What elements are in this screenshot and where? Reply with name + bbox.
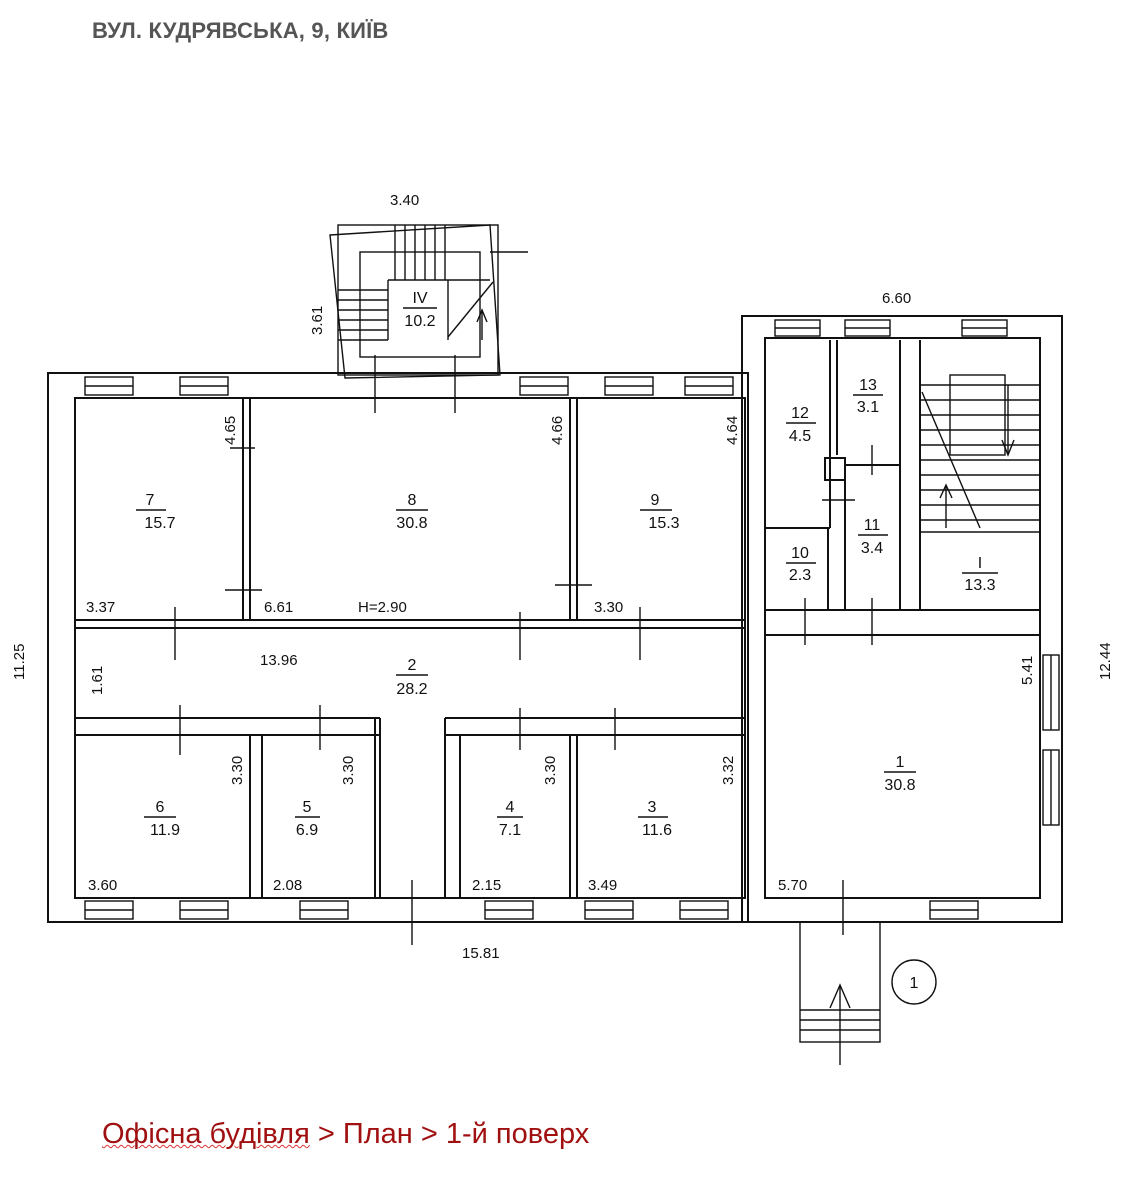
svg-text:4.66: 4.66: [549, 416, 566, 445]
svg-text:3.60: 3.60: [88, 877, 117, 894]
svg-text:3.1: 3.1: [857, 399, 879, 416]
breadcrumb-item-building[interactable]: Офісна будівля: [102, 1118, 310, 1150]
svg-text:IV: IV: [412, 290, 427, 307]
breadcrumb-separator: >: [317, 1118, 335, 1150]
svg-text:6.61: 6.61: [264, 599, 293, 616]
svg-text:11.6: 11.6: [642, 822, 672, 839]
svg-text:3.4: 3.4: [861, 540, 883, 557]
svg-text:3.30: 3.30: [229, 756, 246, 785]
room-3: 311.6: [638, 799, 672, 839]
svg-text:5.41: 5.41: [1019, 656, 1036, 685]
svg-text:3.40: 3.40: [390, 192, 419, 209]
windows: [84, 319, 1060, 920]
room-4: 47.1: [497, 799, 523, 839]
svg-text:3.61: 3.61: [309, 306, 326, 335]
room-labels: 715.7 830.8 915.3 228.2 611.9 56.9 47.1 …: [136, 290, 998, 839]
breadcrumb: Офісна будівля > План > 1-й поверх: [102, 1118, 589, 1151]
svg-text:13: 13: [859, 377, 877, 394]
room-2: 228.2: [396, 657, 428, 698]
svg-text:3.30: 3.30: [542, 756, 559, 785]
svg-text:13.96: 13.96: [260, 652, 298, 669]
svg-text:8: 8: [408, 492, 417, 509]
svg-text:2.15: 2.15: [472, 877, 501, 894]
svg-text:I: I: [978, 555, 982, 572]
svg-text:H=2.90: H=2.90: [358, 599, 407, 616]
svg-text:2: 2: [408, 657, 417, 674]
svg-text:1.61: 1.61: [89, 666, 106, 695]
svg-text:1: 1: [896, 754, 905, 771]
breadcrumb-item-plan[interactable]: План: [342, 1118, 413, 1150]
room-I: I 13.3: [962, 555, 998, 594]
svg-text:2.3: 2.3: [789, 567, 811, 584]
breadcrumb-separator: >: [420, 1118, 438, 1150]
svg-text:3.30: 3.30: [594, 599, 623, 616]
svg-text:11.9: 11.9: [150, 822, 180, 839]
room-13: 133.1: [853, 377, 883, 416]
svg-text:7.1: 7.1: [499, 822, 521, 839]
entrance-stairs: [799, 921, 881, 1065]
svg-text:9: 9: [651, 492, 660, 509]
svg-text:2.08: 2.08: [273, 877, 302, 894]
svg-text:30.8: 30.8: [396, 515, 427, 532]
svg-text:3.32: 3.32: [720, 756, 737, 785]
staircase-i: [920, 374, 1040, 533]
doors: [174, 355, 873, 945]
svg-text:10: 10: [791, 545, 809, 562]
svg-text:15.3: 15.3: [648, 515, 679, 532]
svg-text:12: 12: [791, 405, 809, 422]
room-9: 915.3: [640, 492, 680, 532]
svg-text:6: 6: [156, 799, 165, 816]
staircase-iv: [329, 224, 528, 379]
svg-text:3: 3: [648, 799, 657, 816]
room-5: 56.9: [295, 799, 320, 839]
room-IV: IV 10.2: [403, 290, 437, 330]
svg-text:6.9: 6.9: [296, 822, 318, 839]
svg-text:3.37: 3.37: [86, 599, 115, 616]
room-11: 113.4: [858, 517, 888, 557]
room-7: 715.7: [136, 492, 176, 532]
svg-text:4.65: 4.65: [222, 416, 239, 445]
walls: [47, 315, 1063, 923]
dimension-labels: 3.40 3.61 6.60 4.65 4.66 4.64 3.37 6.61 …: [11, 192, 1114, 962]
room-1: 130.8: [884, 754, 916, 794]
svg-text:28.2: 28.2: [396, 681, 427, 698]
svg-text:7: 7: [146, 492, 155, 509]
svg-text:30.8: 30.8: [884, 777, 915, 794]
svg-text:13.3: 13.3: [964, 577, 995, 594]
breadcrumb-item-floor[interactable]: 1-й поверх: [445, 1118, 590, 1150]
svg-text:4.64: 4.64: [724, 416, 741, 445]
entrance-marker: 1: [891, 959, 937, 1005]
svg-text:11: 11: [864, 517, 881, 534]
svg-text:6.60: 6.60: [882, 290, 911, 307]
svg-text:4: 4: [506, 799, 515, 816]
room-8: 830.8: [396, 492, 428, 532]
svg-text:11.25: 11.25: [11, 644, 28, 680]
room-6: 611.9: [144, 799, 180, 839]
svg-text:5.70: 5.70: [778, 877, 807, 894]
svg-text:15.81: 15.81: [462, 945, 500, 962]
svg-text:3.49: 3.49: [588, 877, 617, 894]
svg-text:5: 5: [303, 799, 312, 816]
svg-text:12.44: 12.44: [1097, 642, 1114, 680]
svg-text:10.2: 10.2: [404, 313, 435, 330]
svg-text:3.30: 3.30: [340, 756, 357, 785]
address-title: ВУЛ. КУДРЯВСЬКА, 9, КИЇВ: [92, 18, 389, 43]
room-10: 102.3: [786, 545, 816, 584]
svg-text:15.7: 15.7: [144, 515, 175, 532]
room-12: 124.5: [786, 405, 816, 445]
svg-text:1: 1: [910, 975, 919, 992]
svg-text:4.5: 4.5: [789, 428, 811, 445]
